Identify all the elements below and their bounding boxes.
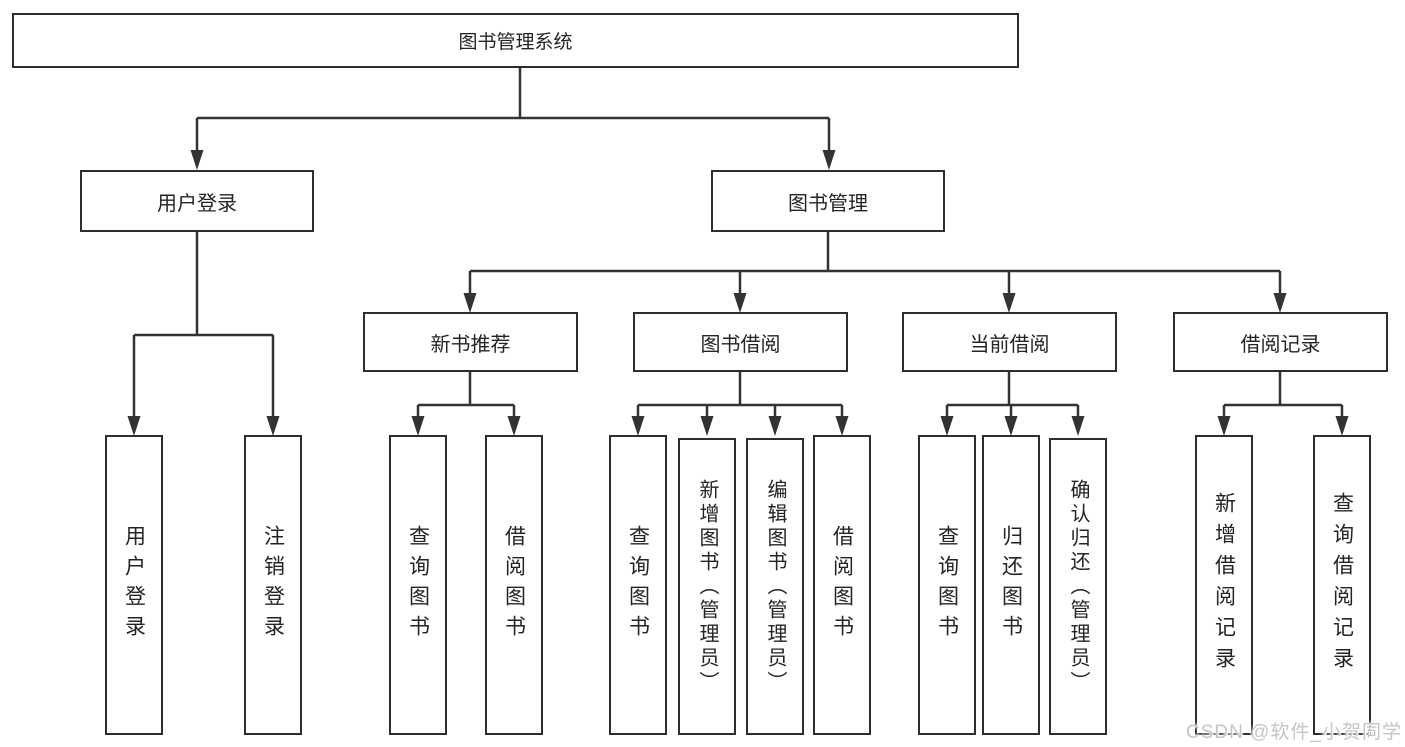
leaf-label: 确认归还（管理员） xyxy=(1067,478,1089,695)
leaf-records-query-borrow-record: 查询借阅记录 xyxy=(1313,435,1371,735)
leaf-label: 新增借阅记录 xyxy=(1212,492,1236,678)
node-user-login: 用户登录 xyxy=(80,170,314,232)
node-book-borrowing: 图书借阅 xyxy=(633,312,848,372)
leaf-newbooks-query-books: 查询图书 xyxy=(389,435,447,735)
node-label: 新书推荐 xyxy=(430,333,511,356)
leaf-borrow-edit-books-admin: 编辑图书（管理员） xyxy=(746,438,804,735)
leaf-label: 借阅图书 xyxy=(502,525,526,645)
node-label: 图书管理 xyxy=(788,192,868,215)
arrowheads xyxy=(127,150,1349,436)
node-borrowing-records: 借阅记录 xyxy=(1173,312,1388,372)
leaf-label: 新增图书（管理员） xyxy=(696,478,718,695)
leaf-records-add-borrow-record: 新增借阅记录 xyxy=(1195,435,1253,735)
leaf-label: 查询图书 xyxy=(626,525,650,645)
node-label: 当前借阅 xyxy=(969,333,1050,356)
node-label: 图书借阅 xyxy=(700,333,781,356)
node-label: 图书管理系统 xyxy=(458,32,573,53)
leaf-borrow-add-books-admin: 新增图书（管理员） xyxy=(678,438,736,735)
leaf-label: 注销登录 xyxy=(261,525,285,645)
leaf-current-return-books: 归还图书 xyxy=(982,435,1040,735)
csdn-watermark: CSDN @软件_小贺同学 xyxy=(1186,722,1402,743)
node-library-management-system: 图书管理系统 xyxy=(12,13,1019,68)
leaf-label: 查询图书 xyxy=(406,525,430,645)
leaf-label: 编辑图书（管理员） xyxy=(764,478,786,695)
leaf-newbooks-borrow-books: 借阅图书 xyxy=(485,435,543,735)
leaf-current-query-books: 查询图书 xyxy=(918,435,976,735)
node-current-borrowing: 当前借阅 xyxy=(902,312,1117,372)
leaf-label: 查询借阅记录 xyxy=(1330,492,1354,678)
node-label: 借阅记录 xyxy=(1240,333,1321,356)
leaf-borrow-query-books: 查询图书 xyxy=(609,435,667,735)
leaf-current-confirm-return-admin: 确认归还（管理员） xyxy=(1049,438,1107,735)
node-book-management: 图书管理 xyxy=(711,170,945,232)
leaf-label: 用户登录 xyxy=(122,525,146,645)
leaf-user-login: 用户登录 xyxy=(105,435,163,735)
node-new-book-recommendation: 新书推荐 xyxy=(363,312,578,372)
leaf-label: 归还图书 xyxy=(999,525,1023,645)
node-label: 用户登录 xyxy=(157,192,237,215)
leaf-label: 查询图书 xyxy=(935,525,959,645)
leaf-label: 借阅图书 xyxy=(830,525,854,645)
leaf-logout: 注销登录 xyxy=(244,435,302,735)
leaf-borrow-borrow-books: 借阅图书 xyxy=(813,435,871,735)
